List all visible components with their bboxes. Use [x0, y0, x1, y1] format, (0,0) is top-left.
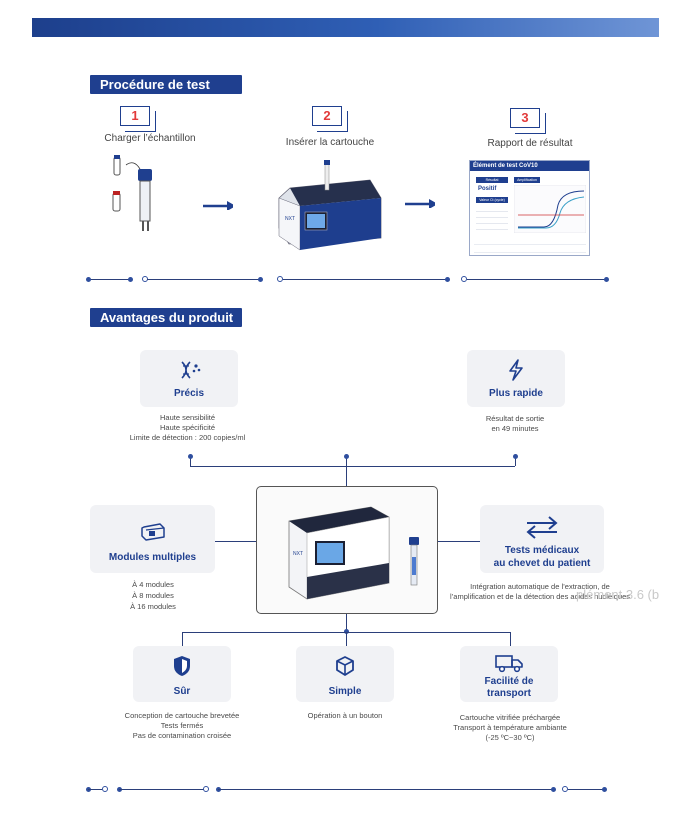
truck-icon — [495, 655, 523, 673]
card-plus-rapide: Plus rapide — [467, 350, 565, 407]
card-precis-desc-1: Haute sensibilité — [159, 413, 216, 422]
exchange-arrows-icon — [526, 516, 558, 539]
timeline-dot — [258, 277, 263, 282]
step-3-label: Rapport de résultat — [487, 138, 573, 149]
card-tests-desc-1: Intégration automatique de l’extraction,… — [470, 582, 610, 591]
step-1-number: 1 — [120, 106, 156, 132]
card-precis: Précis — [140, 350, 238, 407]
card-simple: Simple — [296, 646, 394, 702]
report-amplification-curve — [514, 185, 586, 233]
step-2-number: 2 — [312, 106, 348, 132]
analyzer-device-illustration: NXT — [278, 160, 382, 251]
timeline-ring — [461, 276, 467, 282]
report-header: Élément de test CoV10 — [470, 161, 589, 171]
watermark-text: plément 3.6 (b — [576, 587, 660, 602]
card-modules-title: Modules multiples — [108, 552, 197, 563]
timeline-dot — [604, 277, 609, 282]
arrow-right-icon — [405, 199, 435, 208]
timeline-dot — [86, 277, 91, 282]
card-sur-desc-1: Conception de cartouche brevetée — [124, 711, 240, 720]
card-simple-title: Simple — [328, 686, 362, 697]
card-sur: Sûr — [133, 646, 231, 702]
dna-icon — [181, 361, 201, 379]
step-3-number: 3 — [510, 108, 546, 134]
card-plus-rapide-desc-1: Résultat de sortie — [485, 414, 545, 423]
report-result-value: Positif — [478, 186, 497, 192]
card-transport: Facilité de transport — [460, 646, 558, 702]
center-product-box: NXT — [256, 486, 438, 614]
timeline-ring — [277, 276, 283, 282]
card-plus-rapide-title: Plus rapide — [489, 388, 543, 399]
card-tests-title-1: Tests médicaux — [504, 545, 580, 556]
card-sur-title: Sûr — [173, 686, 191, 697]
lightning-icon — [509, 359, 523, 381]
card-sur-desc-3: Pas de contamination croisée — [132, 731, 232, 740]
top-banner — [32, 18, 659, 37]
report-info-rows — [474, 237, 586, 253]
svg-text:NXT: NXT — [293, 551, 303, 557]
step-1-label: Charger l’échantillon — [104, 133, 196, 144]
timeline-dot — [128, 277, 133, 282]
card-transport-title-2: transport — [487, 688, 531, 699]
card-tests-medicaux: Tests médicaux au chevet du patient — [480, 505, 604, 573]
card-precis-desc-3: Limite de détection : 200 copies/ml — [129, 433, 246, 442]
card-transport-desc-2: Transport à température ambiante — [453, 723, 567, 732]
timeline-dot — [445, 277, 450, 282]
card-tests-title-2: au chevet du patient — [493, 558, 591, 569]
step-2-label: Insérer la cartouche — [285, 137, 375, 148]
card-transport-desc-1: Cartouche vitrifiée préchargée — [459, 713, 561, 722]
card-transport-title-1: Facilité de — [484, 676, 534, 687]
card-precis-desc-2: Haute spécificité — [159, 423, 216, 432]
cube-icon — [336, 656, 354, 676]
card-tests-desc-2: l’amplification et de la détection des a… — [449, 592, 631, 601]
card-transport-desc-3: (-25 ºC~30 ºC) — [485, 733, 535, 742]
card-modules-desc-3: À 16 modules — [130, 602, 176, 611]
card-sur-desc-2: Tests fermés — [160, 721, 204, 730]
report-chart-label: Amplification — [517, 178, 537, 182]
advantages-title: Avantages du produit — [90, 308, 242, 327]
card-plus-rapide-desc-2: en 49 minutes — [491, 424, 539, 433]
svg-text:NXT: NXT — [285, 216, 295, 222]
device-icon — [140, 523, 165, 541]
report-result-label: Résultat — [485, 178, 499, 182]
analyzer-product-image: NXT — [288, 506, 419, 600]
report-ct-table — [476, 206, 508, 232]
card-simple-desc-1: Opération à un bouton — [307, 711, 383, 720]
card-precis-title: Précis — [173, 388, 205, 399]
arrow-right-icon — [203, 201, 233, 210]
card-modules-desc-2: À 8 modules — [132, 591, 174, 600]
card-modules-multiples: Modules multiples — [90, 505, 215, 573]
shield-icon — [174, 656, 190, 676]
report-ct-label: Valeur Ct (cycle) — [479, 198, 505, 202]
sample-tubes-illustration — [112, 155, 152, 231]
card-modules-desc-1: À 4 modules — [132, 580, 174, 589]
result-report-illustration: Élément de test CoV10 Résultat Positif V… — [469, 160, 590, 256]
procedure-title: Procédure de test — [90, 75, 242, 94]
